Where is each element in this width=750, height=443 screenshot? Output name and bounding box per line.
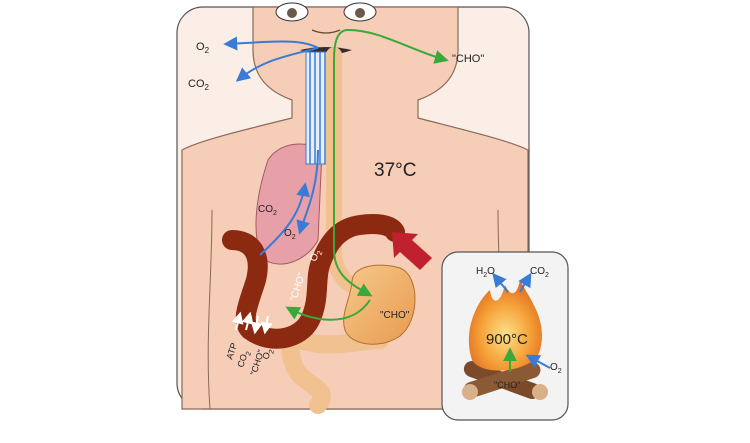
flame [468, 280, 542, 371]
label-fire-o2: O2 [550, 362, 562, 375]
label-fire-h2o: H2O [476, 266, 495, 279]
tissue-exchange-arrows [231, 311, 273, 335]
label-stomach-cho: "CHO" [380, 310, 410, 321]
food-pathway [285, 28, 449, 321]
trachea [305, 51, 329, 165]
blood-vessel [222, 213, 405, 349]
label-fire-temp: 900°C [486, 331, 528, 348]
oxygen-pathway [223, 36, 319, 256]
label-body-temp: 37°C [374, 160, 416, 181]
label-tissue-co2: CO2 [235, 349, 253, 370]
label-cho-food: "CHO" [452, 53, 484, 65]
label-fire-cho: "CHO" [494, 380, 520, 390]
label-fire-co2: CO2 [530, 266, 549, 279]
label-o2-in: O2 [196, 41, 210, 55]
label-lung-o2: O2 [284, 228, 296, 241]
label-co2-out: CO2 [188, 78, 210, 92]
campfire-panel [441, 251, 569, 421]
vessel-pointer-arrow [392, 232, 432, 270]
label-lung-co2: CO2 [258, 204, 277, 217]
label-tissue-atp: ATP [224, 342, 239, 361]
label-tissue-o2: O2 [260, 347, 276, 361]
stomach [343, 264, 416, 345]
label-blood-o2: O2 [308, 248, 324, 263]
campfire-logs [462, 361, 548, 400]
